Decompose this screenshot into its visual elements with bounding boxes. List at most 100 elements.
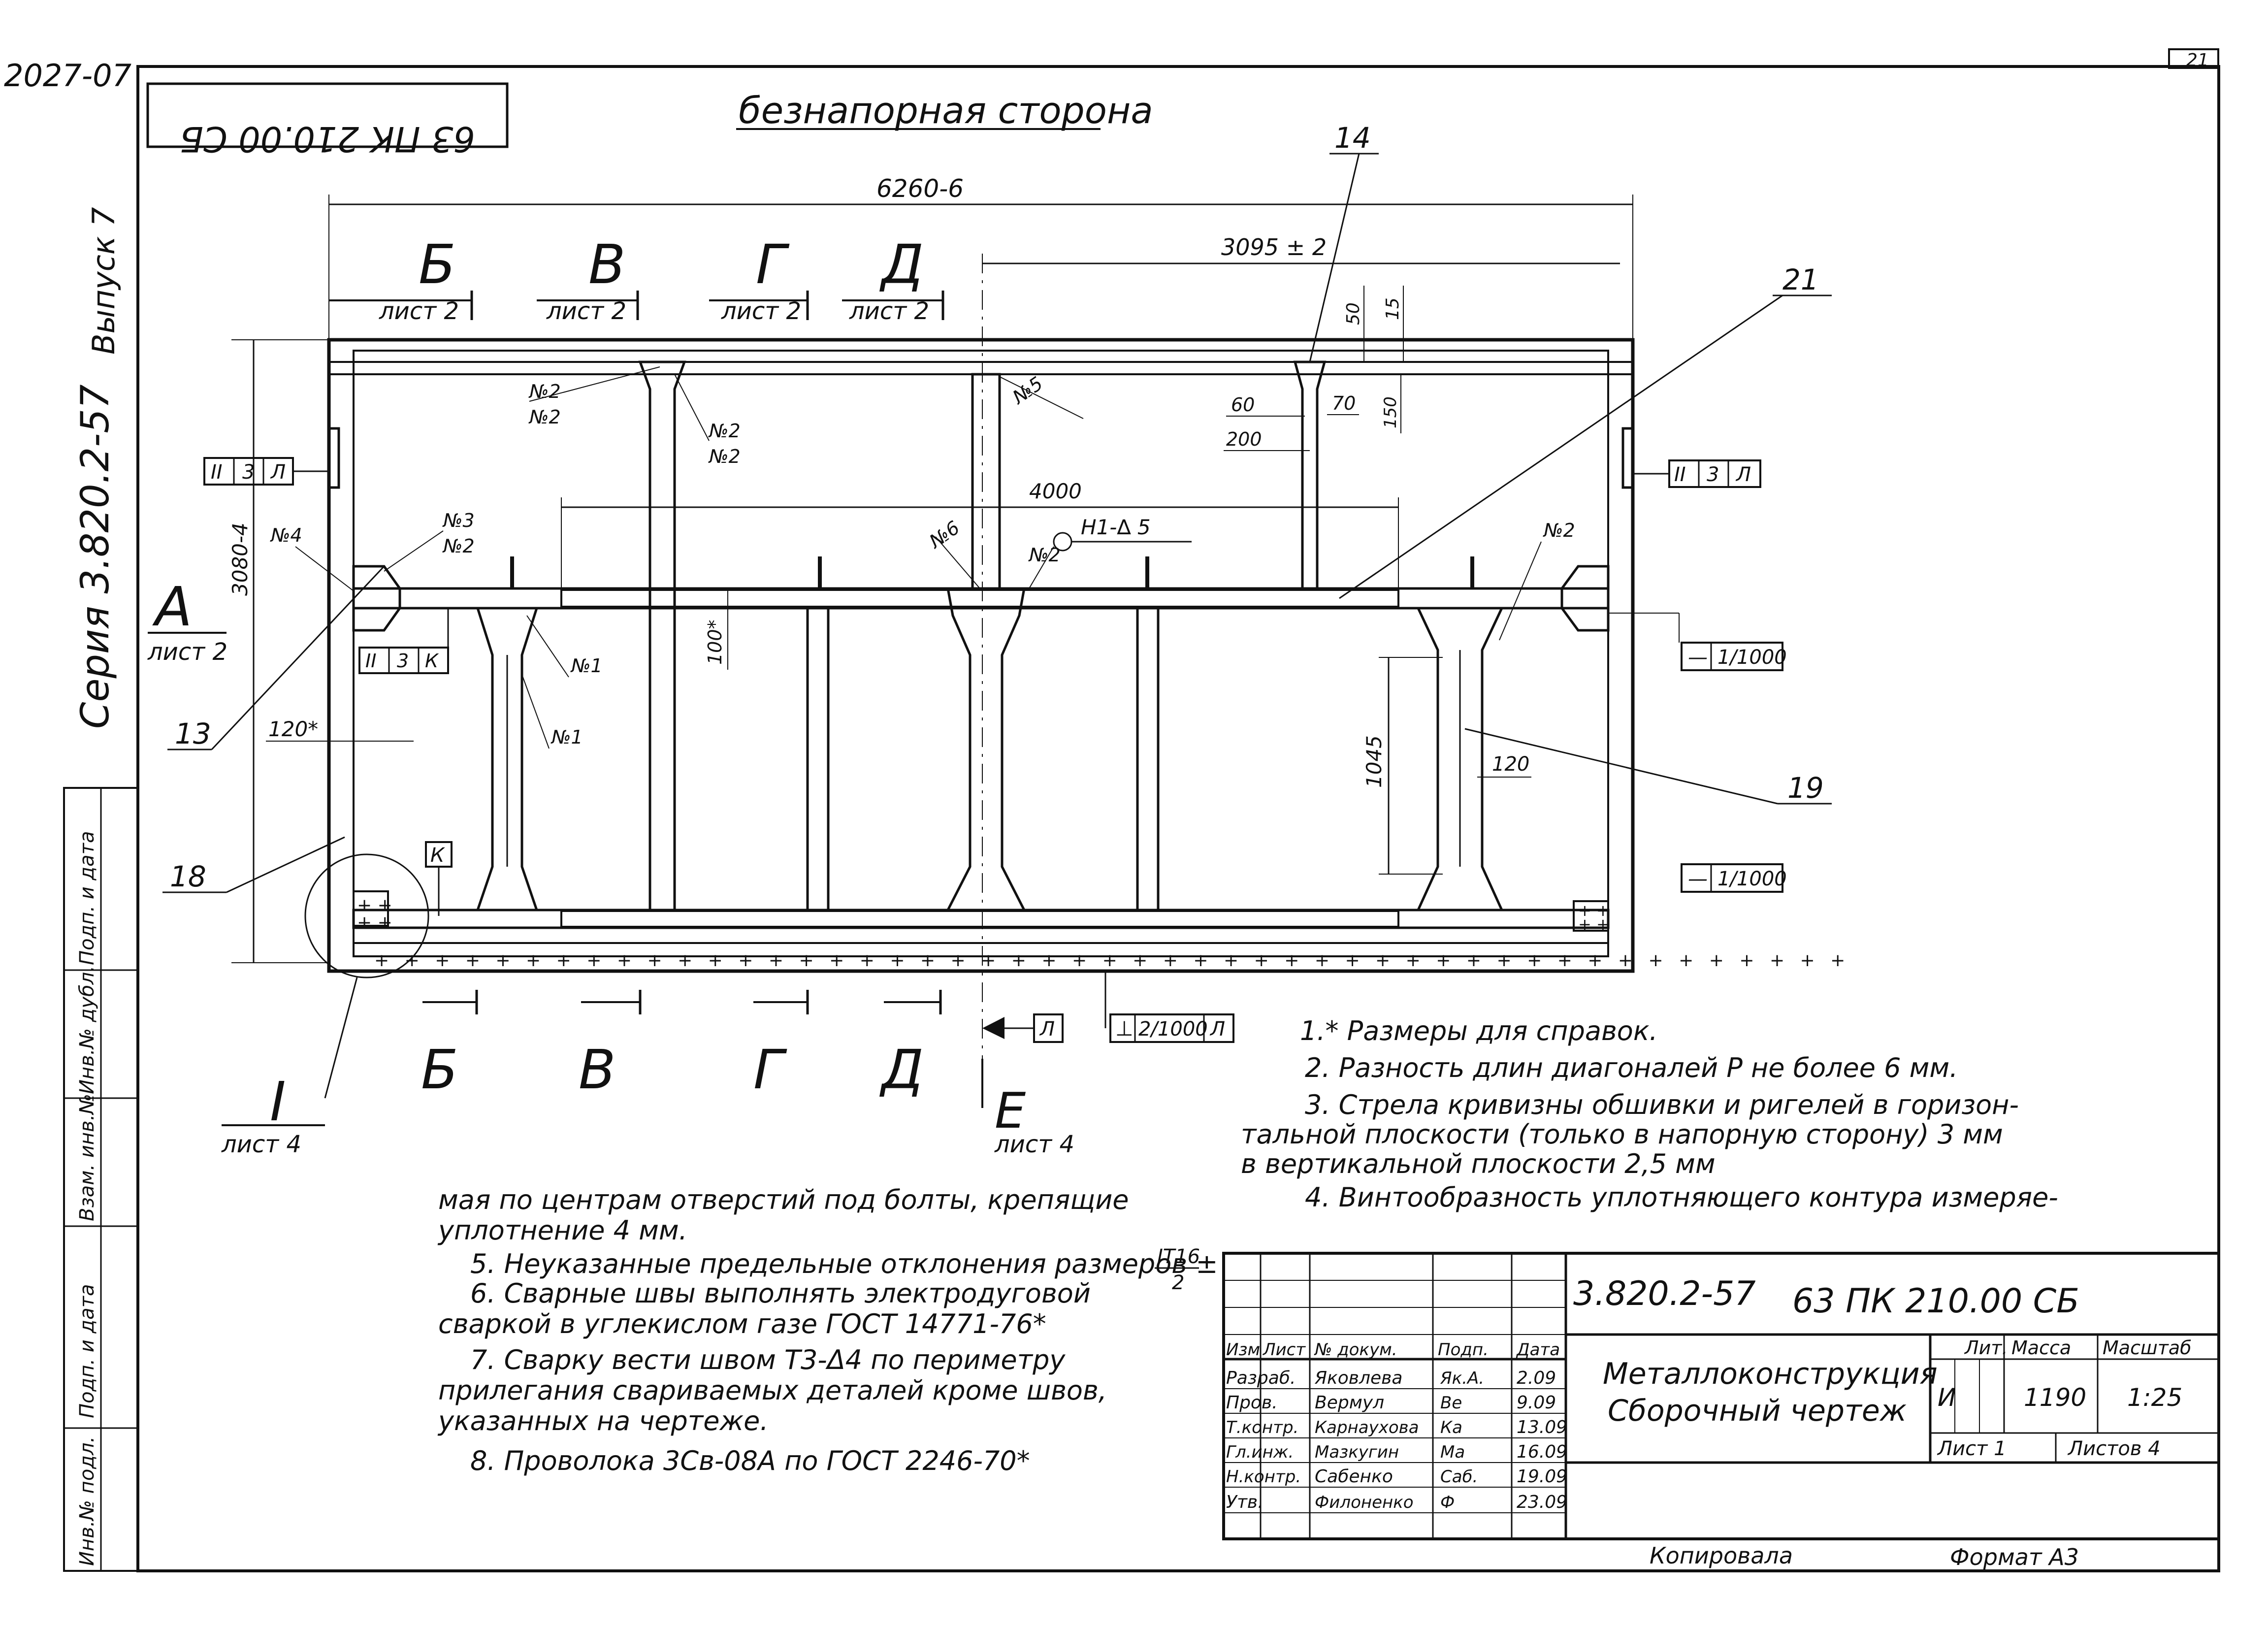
weld-n1-b: №1 xyxy=(551,726,583,748)
svg-text:—: — xyxy=(1688,646,1708,669)
pos-18-leader xyxy=(226,836,345,893)
tb-name-1: Металлоконструкция xyxy=(1603,1357,1938,1391)
tb-mass-label: Масса xyxy=(2011,1337,2071,1359)
svg-text:1.* Размеры для справок.: 1.* Размеры для справок. xyxy=(1300,1015,1658,1046)
weld-n4: №4 xyxy=(270,524,302,546)
svg-text:Филоненко: Филоненко xyxy=(1315,1493,1414,1512)
side-col-2: Подп. и дата xyxy=(76,1284,98,1418)
weld-n1-b-leader xyxy=(521,674,550,749)
left-gusset xyxy=(352,565,401,632)
svg-text:в вертикальной плоскости 2,5 м: в вертикальной плоскости 2,5 мм xyxy=(1241,1148,1716,1179)
svg-text:Гл.инж.: Гл.инж. xyxy=(1226,1442,1294,1462)
svg-text:Д: Д xyxy=(879,233,924,296)
svg-text:К: К xyxy=(425,650,439,672)
weld-n6: №6 xyxy=(925,517,964,553)
pos-21: 21 xyxy=(1782,263,1819,296)
svg-text:Г: Г xyxy=(756,233,790,296)
copied-label: Копировала xyxy=(1650,1542,1793,1569)
weld-n2-b: №2 xyxy=(528,406,561,428)
svg-text:В: В xyxy=(588,233,625,296)
svg-text:Карнаухова: Карнаухова xyxy=(1315,1418,1419,1437)
tb-lit-label: Лит. xyxy=(1964,1337,2008,1359)
tol-perp: ⊥ 2/1000 Л xyxy=(1104,970,1234,1043)
series-label: Серия 3.820.2-57 xyxy=(73,385,118,729)
weld-n1-a: №1 xyxy=(570,655,603,677)
bolt-row: + + + + + + + + + + + + + + + + + + + + … xyxy=(374,950,1850,971)
bolt-plate-left xyxy=(353,890,389,927)
tb-doc-code: 3.820.2-57 xyxy=(1573,1274,1756,1313)
dim-200: 200 xyxy=(1226,428,1262,450)
mirrored-stamp-box xyxy=(146,82,509,148)
svg-text:Л: Л xyxy=(1209,1018,1225,1041)
svg-text:2/1000: 2/1000 xyxy=(1138,1018,1208,1041)
weld-n5-leader xyxy=(999,376,1084,419)
section-bottom-g: Г xyxy=(753,990,809,1101)
svg-text:Саб.: Саб. xyxy=(1440,1467,1478,1487)
side-col-3: Взам. инв.№ xyxy=(76,1094,98,1221)
svg-text:Як.А.: Як.А. xyxy=(1440,1368,1484,1388)
tb-sheet: Лист 1 xyxy=(1937,1437,2007,1460)
tb-designation: 63 ПК 210.00 СБ xyxy=(1792,1282,2079,1321)
tol-flat-1: — 1/1000 xyxy=(1608,613,1787,671)
weld-n1-a-leader xyxy=(526,615,569,678)
section-a-sheet: лист 2 xyxy=(147,638,227,666)
tb-sheets-total: Листов 4 xyxy=(2067,1437,2161,1460)
pos-19: 19 xyxy=(1787,771,1824,805)
section-a-letter: А xyxy=(152,575,192,638)
title-block xyxy=(1222,1252,2220,1540)
tol-left: II 3 Л xyxy=(203,457,329,486)
svg-text:1/1000: 1/1000 xyxy=(1717,646,1787,669)
weld-n4-leader xyxy=(295,546,354,591)
dim-120: 120 xyxy=(1492,753,1529,776)
svg-text:3: 3 xyxy=(397,650,409,672)
tb-h-date: Дата xyxy=(1516,1340,1560,1360)
dim-height xyxy=(231,339,329,963)
dim-overall xyxy=(328,195,1633,340)
section-e-sheet: лист 4 xyxy=(994,1131,1074,1158)
post-2 xyxy=(638,360,686,912)
tb-scale-label: Масштаб xyxy=(2103,1337,2192,1359)
sheet-corner-number: 21 xyxy=(2186,50,2209,70)
svg-text:указанных на чертеже.: указанных на чертеже. xyxy=(437,1405,769,1436)
svg-text:2.09: 2.09 xyxy=(1517,1368,1556,1388)
bolt-marks-left-2: + + xyxy=(357,912,392,933)
weld-n2-c-leader xyxy=(674,374,710,441)
post-3 xyxy=(806,607,830,912)
detail-letter: I xyxy=(270,1070,286,1133)
post-5 xyxy=(1136,607,1160,912)
sheet-corner-box xyxy=(2168,48,2219,69)
svg-text:3: 3 xyxy=(1707,463,1719,486)
tb-h-list: Лист xyxy=(1262,1340,1306,1360)
svg-text:7. Сварку вести швом Т3-Δ4 по: 7. Сварку вести швом Т3-Δ4 по периметру xyxy=(470,1344,1066,1375)
bolt-marks-right-2: + + xyxy=(1578,915,1610,934)
dim-60: 60 xyxy=(1231,394,1255,416)
svg-text:Л: Л xyxy=(270,461,286,484)
svg-text:II: II xyxy=(1674,463,1686,486)
weld-n2-a-leader xyxy=(529,366,660,402)
svg-text:IT16: IT16 xyxy=(1157,1245,1200,1268)
dim-4000 xyxy=(561,497,1399,588)
left-seal-profile xyxy=(329,427,340,489)
svg-text:Ка: Ка xyxy=(1440,1418,1462,1437)
post-1 xyxy=(476,607,539,912)
dim-120-star: 120* xyxy=(268,717,318,741)
section-top-v: В лист 2 xyxy=(537,233,639,325)
dim-height-text: 3080-4 xyxy=(228,522,252,596)
weld-circle xyxy=(1053,532,1072,552)
section-top-b: Б лист 2 xyxy=(329,233,473,325)
svg-text:Пров.: Пров. xyxy=(1226,1393,1278,1413)
detail-sheet: лист 4 xyxy=(221,1131,301,1158)
tb-h-doc: № докум. xyxy=(1314,1340,1397,1360)
side-stamp: Инв.№ подл. Подп. и дата Взам. инв.№ Инв… xyxy=(63,787,139,1572)
weld-n2-d: №2 xyxy=(708,446,741,467)
right-seal-profile xyxy=(1621,427,1633,489)
svg-text:3: 3 xyxy=(242,461,255,484)
bolt-marks-left: + + xyxy=(357,895,392,915)
svg-text:2. Разность длин диагоналей Р: 2. Разность длин диагоналей Р не более 6… xyxy=(1305,1052,1958,1083)
weld-n2-g-leader xyxy=(1499,541,1542,641)
format-label: Формат А3 xyxy=(1950,1544,2079,1570)
svg-text:8. Проволока 3Св-08А по ГОСТ 2: 8. Проволока 3Св-08А по ГОСТ 2246-70* xyxy=(470,1445,1030,1476)
svg-text:лист 2: лист 2 xyxy=(849,297,929,325)
dim-1045-text: 1045 xyxy=(1362,735,1386,788)
